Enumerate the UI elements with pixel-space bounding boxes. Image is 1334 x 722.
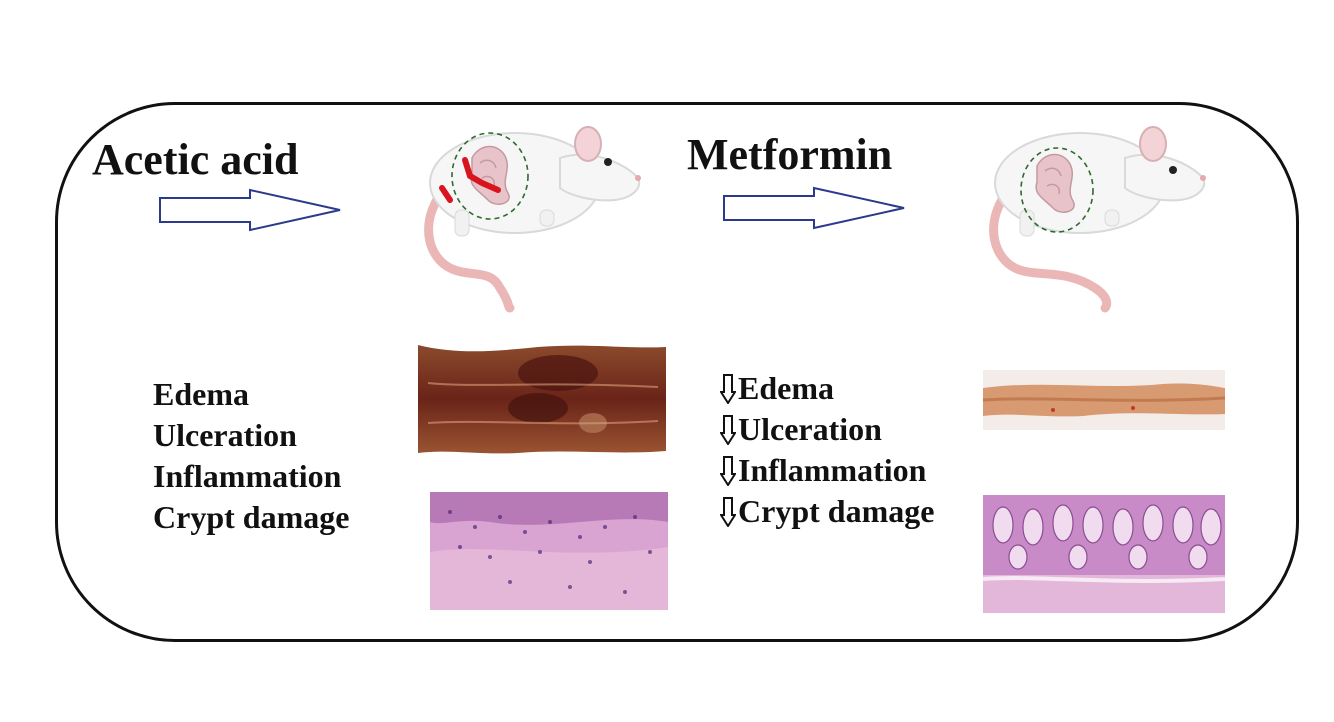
- metformin-heading: Metformin: [687, 130, 893, 179]
- list-item: Ulceration: [153, 417, 297, 453]
- healthy-histology-image: [983, 495, 1225, 613]
- rat-after-metformin-illustration: [989, 126, 1206, 313]
- healthy-colon-photo: [983, 370, 1225, 430]
- list-item: Crypt damage: [720, 491, 934, 532]
- right-arrow-icon: [723, 186, 905, 230]
- inflamed-histology-image: [430, 492, 668, 610]
- inflamed-colon-photo: [418, 345, 666, 454]
- right-arrow-icon: [159, 188, 341, 232]
- down-arrow-icon: [720, 496, 736, 527]
- list-item: Ulceration: [720, 409, 934, 450]
- list-item: Inflammation: [153, 458, 342, 494]
- acetic-acid-effects-list: Edema Ulceration Inflammation Crypt dama…: [153, 374, 349, 538]
- list-item: Inflammation: [720, 450, 934, 491]
- rat-with-colitis-illustration: [424, 126, 641, 313]
- diagram-frame: [55, 102, 1299, 642]
- list-item: Edema: [153, 376, 249, 412]
- down-arrow-icon: [720, 414, 736, 445]
- down-arrow-icon: [720, 373, 736, 404]
- metformin-effects-list: Edema Ulceration Inflammation Crypt dama…: [720, 368, 934, 532]
- list-item: Edema: [720, 368, 934, 409]
- down-arrow-icon: [720, 455, 736, 486]
- list-item: Crypt damage: [153, 499, 350, 535]
- acetic-acid-heading: Acetic acid: [92, 135, 299, 184]
